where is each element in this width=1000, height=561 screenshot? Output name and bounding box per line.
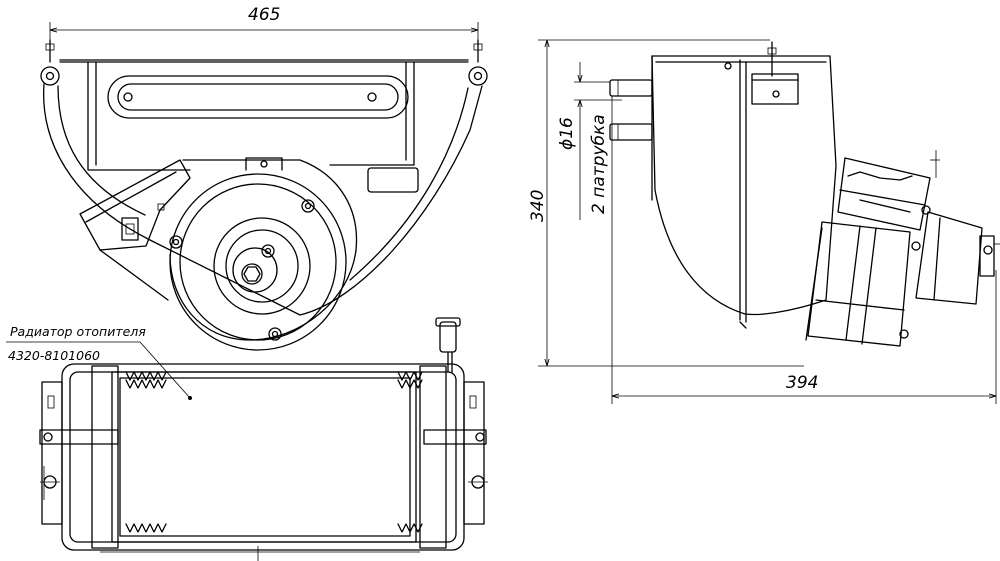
- small-window: [367, 167, 419, 193]
- left-ear: [40, 66, 60, 86]
- pipe-count-label: 2 патрубка: [589, 114, 609, 214]
- front-view: 465: [40, 5, 488, 351]
- dimension-394: 394: [611, 96, 997, 404]
- spring-clips: [125, 371, 423, 533]
- housing-outline: [43, 83, 483, 316]
- dimension-340-label: 340: [528, 190, 548, 222]
- radiator-core: [61, 363, 465, 551]
- blower-motor-assembly: [805, 150, 1000, 347]
- right-tank: [419, 365, 447, 549]
- motor-shaft-nut: [241, 263, 263, 285]
- radiator-callout: Радиатор отопителя 4320-8101060: [6, 324, 192, 400]
- dimension-340: 340: [528, 39, 804, 367]
- side-casing: [651, 55, 837, 316]
- radiator-view: [39, 317, 488, 561]
- side-bracket: [751, 73, 799, 105]
- top-slot: [107, 75, 409, 119]
- right-ear: [468, 66, 488, 86]
- callout-name: Радиатор отопителя: [10, 324, 146, 339]
- dimension-465-label: 465: [248, 5, 280, 25]
- side-view: 340 ϕ16 2 патрубка: [528, 39, 1000, 404]
- dimension-394-label: 394: [786, 373, 818, 393]
- pipe-diameter-label: ϕ16: [557, 117, 577, 150]
- callout-part-number: 4320-8101060: [8, 348, 100, 363]
- pipe-dimension: ϕ16 2 патрубка: [557, 62, 622, 220]
- fan-volute: [169, 159, 358, 341]
- heater-pipes: [609, 79, 653, 141]
- dimension-465: 465: [49, 5, 479, 46]
- mounting-studs: [45, 39, 483, 63]
- fan-housing: [169, 173, 347, 351]
- left-tank: [91, 365, 119, 549]
